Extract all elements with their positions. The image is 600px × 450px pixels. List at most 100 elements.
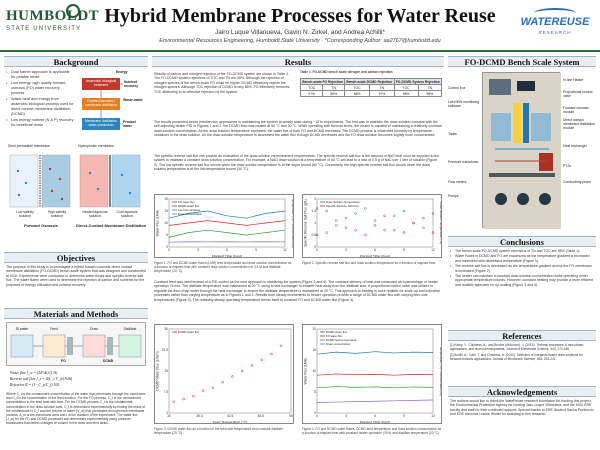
- bench-label-right: In-line Heater: [563, 78, 584, 82]
- table-cell: 98%: [417, 90, 443, 97]
- x-tick-label: 3: [197, 248, 199, 252]
- ack-heading: Acknowledgements: [448, 386, 596, 397]
- data-point: [383, 228, 386, 232]
- plot-area: [316, 328, 434, 414]
- watereuse-logo: WATEREUSE RESEARCH: [520, 8, 590, 42]
- y-axis-label: Water Flux (LMH): [304, 358, 308, 385]
- y-tick-label: 15: [164, 209, 168, 213]
- y2-axis-label: Draw Solution Temperature (°C): [439, 202, 442, 245]
- data-point: [402, 209, 406, 213]
- data-point: [422, 226, 425, 230]
- y-tick-label: 20: [312, 327, 316, 331]
- data-point: [182, 397, 185, 401]
- data-point: [364, 207, 367, 210]
- data-point: [354, 228, 357, 232]
- conclusion-item: The reverse salt flux is decreased as th…: [450, 264, 594, 273]
- x-tick-label: 9: [255, 248, 257, 252]
- data-point: [344, 226, 348, 230]
- table-cell: 68%: [344, 90, 371, 97]
- legend-entry: Specific Reverse Salt Flux: [326, 204, 359, 208]
- ack-text: The authors would like to thank the Wate…: [450, 399, 594, 417]
- data-point: [231, 375, 234, 378]
- legend-entry: Draw Solution Temperature: [326, 200, 360, 204]
- series-line: [168, 210, 286, 219]
- md-heated-label: Heated aqueous solution: [82, 210, 108, 218]
- data-point: [315, 233, 319, 237]
- fo-high-salinity-label: High salinity solution: [47, 210, 67, 218]
- legend-entry: FO water flux: [178, 200, 195, 204]
- watereuse-arc-icon: [534, 8, 576, 18]
- x-axis-label: Feed Temperature (°C): [213, 421, 248, 425]
- y-tick-label: 30: [164, 327, 168, 331]
- x-tick-label: 6: [374, 414, 376, 418]
- poster-header: HUMBOLDT STATE UNIVERSITY Hybrid Membran…: [0, 0, 600, 52]
- hydro-membrane-label: Hydrophobic membrane: [78, 144, 115, 148]
- data-point: [393, 228, 396, 232]
- results-body-2: The specific reverse salt flux can provi…: [154, 154, 440, 172]
- bench-label-left: Flow meters: [448, 180, 467, 184]
- y-axis-label: DCMD Water Flux (L/m²h): [156, 351, 160, 390]
- x-tick-label: 6: [226, 248, 228, 252]
- y-axis-label: Water Flux (LMH): [156, 210, 160, 237]
- objectives-heading: Objectives: [4, 252, 148, 263]
- background-section: Background Dual barrier approach is appl…: [4, 56, 148, 248]
- y-tick-label: 15: [312, 348, 316, 352]
- fig3-caption: Figure 3. DCMD water flux as a function …: [154, 427, 283, 435]
- y-tick-label: 0: [166, 245, 168, 249]
- x-tick-label: 12: [283, 248, 287, 252]
- background-heading: Background: [4, 56, 148, 67]
- bench-label-left: Tanks: [448, 132, 457, 136]
- y-tick-label: 5: [314, 390, 316, 394]
- conclusion-item: Water fluxes in DCMD and FO are maximize…: [450, 254, 594, 263]
- data-point: [431, 231, 435, 234]
- data-point: [335, 219, 338, 222]
- reference-item: [2] Achilli, A., Cath, T. and Childress,…: [450, 353, 583, 361]
- x-tick-label: 42.5: [227, 414, 233, 418]
- fo-low-salinity-label: Low salinity solution: [16, 210, 34, 218]
- plot-area: [316, 198, 434, 248]
- y-tick-label: 2: [314, 197, 316, 201]
- methods-text: Where C_t is the contaminant concentrati…: [6, 392, 146, 426]
- background-bullet: Dual barrier approach is applicable for …: [6, 70, 74, 80]
- x-tick-label: 6: [374, 248, 376, 252]
- legend-entry: Feed temperature: [178, 208, 201, 212]
- series-line: [316, 351, 434, 355]
- equation-water-flux: Water flux J_w = (ΔV/Δt)·(1/A): [10, 371, 58, 375]
- background-bullet: Low energy, high quality forward osmosis…: [6, 81, 74, 96]
- distillate-label: Distillate: [123, 327, 137, 331]
- data-point: [221, 380, 224, 384]
- membrane-diagrams: [9, 154, 141, 208]
- results-heading: Results: [152, 56, 444, 67]
- bench-label-right: Proportional control valve: [563, 90, 593, 98]
- data-point: [240, 369, 244, 373]
- x-tick-label: 12: [431, 414, 435, 418]
- y-tick-label: 15: [164, 369, 168, 373]
- methods-section: Materials and Methods DI water Feed Draw…: [4, 308, 148, 446]
- x-tick-label: 30: [167, 414, 171, 418]
- data-point: [383, 214, 386, 218]
- legend-entry: DCMD water flux: [178, 204, 200, 208]
- data-point: [344, 216, 348, 220]
- y-tick-label: 20: [164, 197, 168, 201]
- data-point: [192, 394, 195, 398]
- md-box: Membrane distillation water production: [82, 118, 120, 130]
- watereuse-logo-sub: RESEARCH: [538, 30, 572, 35]
- y-tick-label: 0: [314, 245, 316, 249]
- conclusion-item: The heater can maintain a constant draw …: [450, 274, 594, 287]
- series-line: [168, 229, 286, 238]
- methods-heading: Materials and Methods: [4, 308, 148, 319]
- semi-membrane-label: Semi-permeable membrane: [8, 144, 51, 148]
- results-body-1: The results presented below (median two …: [154, 120, 442, 138]
- poster-affiliation: Environmental Resources Engineering, Hum…: [159, 38, 441, 44]
- results-intro: Results of carbon and nitrogen rejection…: [154, 72, 290, 94]
- feed-label: Feed: [50, 327, 58, 331]
- process-diagram: Energy Anaerobic biological treatment Nu…: [76, 70, 146, 140]
- anaerobic-box: Anaerobic biological treatment: [82, 78, 120, 90]
- x-tick-label: 9: [403, 414, 405, 418]
- data-point: [431, 212, 435, 215]
- hsu-logo-sub: STATE UNIVERSITY: [6, 26, 82, 32]
- bench-label-right: Direct contact membrane distillation mod…: [563, 118, 596, 130]
- bench-label-left: LabVIEW monitoring software: [448, 100, 480, 108]
- x-tick-label: 48.8: [257, 414, 263, 418]
